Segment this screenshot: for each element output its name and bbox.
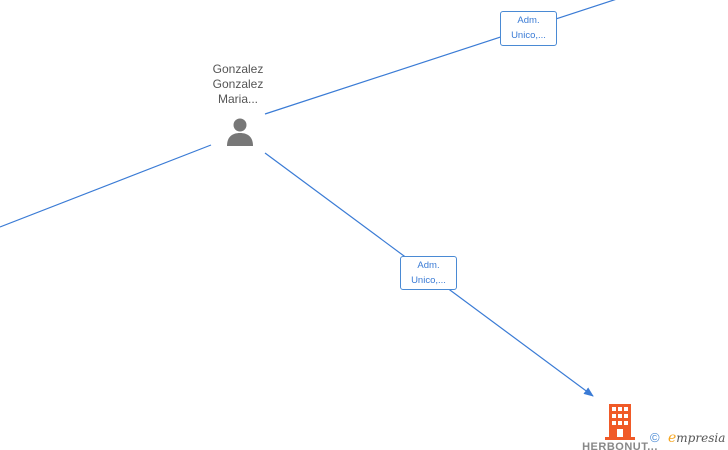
edge-label-line-2: Unico,... bbox=[511, 30, 546, 41]
empresia-logo: empresia bbox=[668, 430, 725, 446]
person-icon[interactable] bbox=[225, 117, 255, 147]
person-name-line-2: Gonzalez bbox=[212, 77, 264, 91]
person-name-label[interactable]: Gonzalez Gonzalez Maria... bbox=[188, 62, 288, 107]
person-name-line-3: Maria... bbox=[217, 92, 258, 106]
brand-rest: mpresia bbox=[676, 431, 726, 445]
company-name-label[interactable]: HERBONUT... bbox=[582, 441, 658, 450]
edge-label-to-company[interactable]: Adm. Unico,... bbox=[400, 256, 457, 290]
edge-line-left bbox=[0, 144, 212, 228]
building-icon[interactable] bbox=[604, 404, 636, 440]
edge-label-line-2: Unico,... bbox=[411, 275, 446, 286]
edge-label-line-1: Adm. bbox=[517, 15, 540, 26]
edge-label-line-1: Adm. bbox=[417, 260, 440, 271]
person-name-line-1: Gonzalez bbox=[212, 62, 264, 76]
copyright-symbol: © bbox=[650, 430, 660, 445]
edge-label-top-right[interactable]: Adm. Unico,... bbox=[500, 11, 557, 46]
brand-initial: e bbox=[668, 430, 677, 446]
edge-line-top-right bbox=[264, 0, 616, 115]
